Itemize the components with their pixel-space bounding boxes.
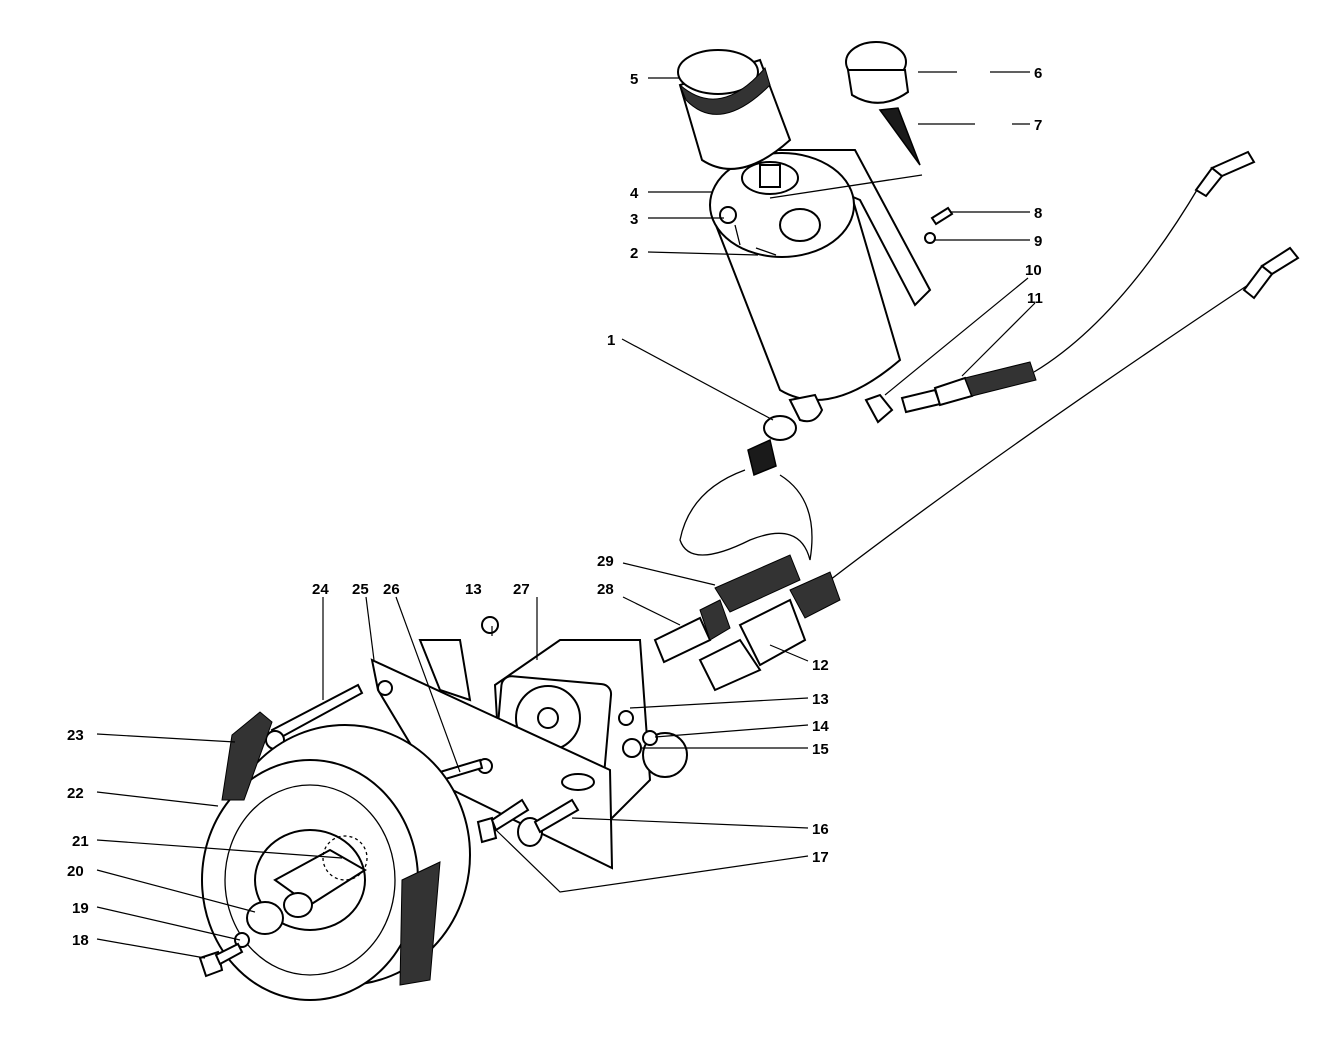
callout-17: 17 — [812, 849, 829, 866]
washer-20 — [246, 901, 284, 935]
callout-labels: 1 2 3 4 5 6 7 8 9 10 11 12 13 13 14 15 1… — [67, 65, 1043, 949]
pulley-bolt-18 — [198, 942, 244, 978]
callout-21: 21 — [72, 833, 89, 850]
callout-1: 1 — [607, 332, 615, 349]
bolt-17 — [476, 798, 530, 844]
callout-14: 14 — [812, 718, 829, 735]
callout-15: 15 — [812, 741, 829, 758]
callout-24: 24 — [312, 581, 329, 598]
washer-9 — [924, 232, 936, 244]
callout-28: 28 — [597, 581, 614, 598]
bolt-16 — [517, 798, 580, 847]
breather-cap — [845, 41, 910, 104]
callout-27: 27 — [513, 581, 530, 598]
callout-20: 20 — [67, 863, 84, 880]
hose-29 — [714, 554, 801, 613]
dipstick — [769, 107, 923, 199]
callout-25: 25 — [352, 581, 369, 598]
reservoir-tank — [709, 149, 932, 423]
hose-12 — [698, 571, 841, 692]
callout-16: 16 — [812, 821, 829, 838]
hose-clamp — [679, 415, 813, 561]
callout-4: 4 — [630, 185, 639, 202]
callout-12: 12 — [812, 657, 829, 674]
elbow-fitting — [864, 388, 942, 424]
hose-fitting-28 — [653, 599, 731, 664]
filter-canister — [677, 49, 792, 170]
nut-13-top — [481, 616, 499, 634]
callout-3: 3 — [630, 211, 638, 228]
callout-7: 7 — [1034, 117, 1042, 134]
callout-23: 23 — [67, 727, 84, 744]
callout-5: 5 — [630, 71, 638, 88]
callout-29: 29 — [597, 553, 614, 570]
callout-13-top: 13 — [465, 581, 482, 598]
bolt-8 — [930, 206, 954, 226]
callout-26: 26 — [383, 581, 400, 598]
callout-18: 18 — [72, 932, 89, 949]
callout-8: 8 — [1034, 205, 1042, 222]
callout-11: 11 — [1027, 290, 1043, 307]
callout-10: 10 — [1025, 262, 1042, 279]
callout-2: 2 — [630, 245, 638, 262]
callout-9: 9 — [1034, 233, 1042, 250]
callout-22: 22 — [67, 785, 84, 802]
pressure-hose — [829, 246, 1300, 581]
drive-belt — [221, 711, 441, 986]
callout-13: 13 — [812, 691, 829, 708]
callout-6: 6 — [1034, 65, 1042, 82]
return-hose — [933, 150, 1256, 407]
callout-19: 19 — [72, 900, 89, 917]
leader-lines — [96, 71, 1036, 959]
